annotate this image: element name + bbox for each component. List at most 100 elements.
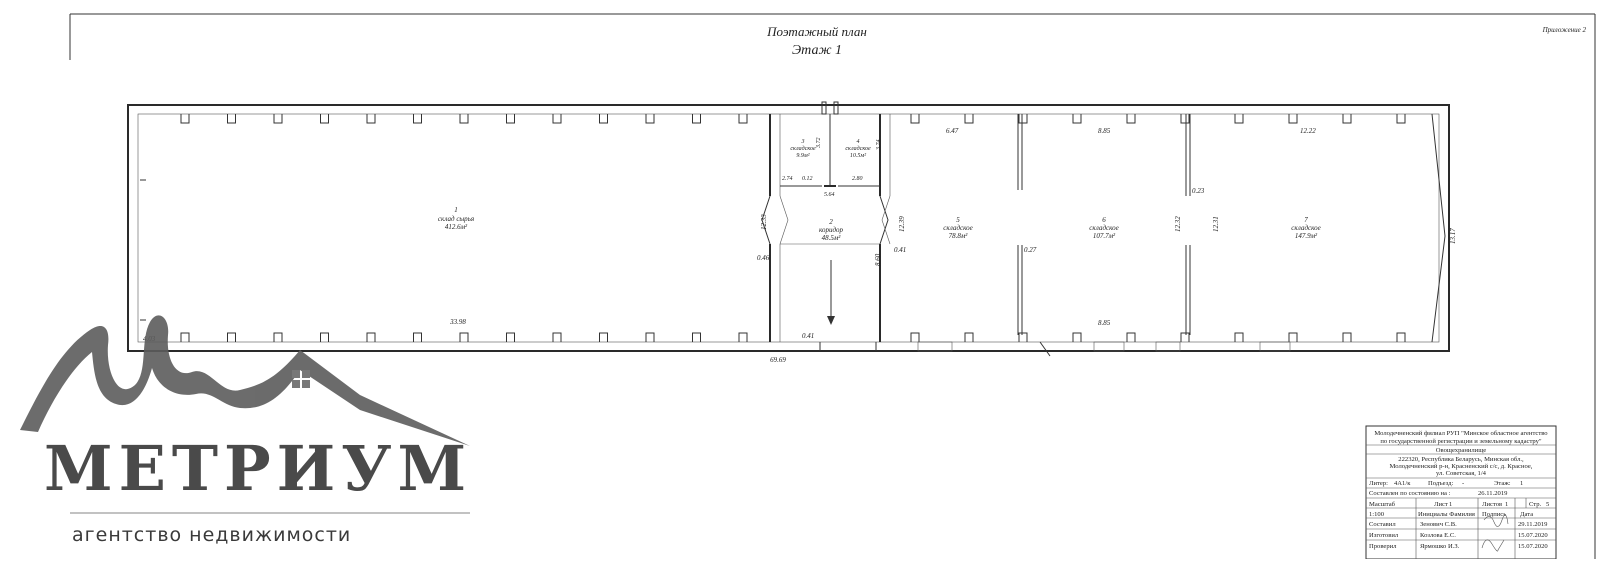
dim-0-23: 0.23 bbox=[1192, 187, 1205, 195]
signature-1 bbox=[1483, 514, 1509, 527]
svg-text:48.5м²: 48.5м² bbox=[822, 234, 842, 242]
stamp-date-3: 15.07.2020 bbox=[1518, 543, 1548, 550]
pilaster bbox=[273, 332, 283, 342]
stamp-address-1: 222320, Республика Беларусь, Минская обл… bbox=[1398, 456, 1524, 463]
dim-0-46: 0.46 bbox=[757, 254, 770, 262]
appendix-label: Приложение 2 bbox=[1542, 26, 1587, 34]
pilaster bbox=[1072, 332, 1082, 342]
pilaster bbox=[273, 114, 283, 124]
dim-12-22: 12.22 bbox=[1300, 127, 1316, 135]
stamp-state-label: Составлен по состоянию на : bbox=[1369, 490, 1451, 497]
pilaster bbox=[910, 332, 920, 342]
pilaster bbox=[413, 332, 422, 342]
dim-0-41-b: 0.41 bbox=[894, 246, 906, 254]
stamp-sheets-head: Листов bbox=[1482, 501, 1502, 508]
stamp-floor-label: Этаж: bbox=[1494, 480, 1511, 487]
stamp-name-3: Ярмошко И.З. bbox=[1420, 543, 1460, 550]
svg-text:9.9м²: 9.9м² bbox=[796, 153, 809, 159]
dim-2-74: 2.74 bbox=[782, 175, 793, 182]
stamp-entrance-label: Подъезд: bbox=[1428, 480, 1453, 487]
svg-text:складское: складское bbox=[943, 224, 972, 232]
room-2-label: 2 коридор 48.5м² bbox=[819, 218, 844, 242]
stamp-state-value: 26.11.2019 bbox=[1478, 490, 1508, 497]
dim-8-60: 8.60 bbox=[874, 253, 882, 266]
pilaster bbox=[413, 114, 422, 124]
room-1-label: 1 склад сырья 412.6м² bbox=[438, 206, 474, 231]
stamp-initials-head: Инициалы Фамилия bbox=[1418, 511, 1475, 518]
dim-0-27: 0.27 bbox=[1024, 246, 1037, 254]
pilaster bbox=[910, 114, 920, 124]
pilaster bbox=[366, 332, 376, 342]
stamp-org-line-2: по государственной регистрации и земельн… bbox=[1380, 438, 1542, 445]
room-4-label: 4 складское 10.5м² bbox=[845, 138, 871, 159]
partitions bbox=[917, 114, 1291, 357]
pilaster bbox=[1396, 332, 1406, 342]
stamp-entrance-value: - bbox=[1462, 480, 1464, 487]
dim-12-32: 12.32 bbox=[1174, 216, 1182, 232]
dim-0-41-a: 0.41 bbox=[802, 332, 814, 340]
stamp-liter-label: Литер: bbox=[1369, 480, 1388, 487]
pilaster bbox=[1018, 114, 1028, 124]
floor-title: Этаж 1 bbox=[792, 43, 842, 58]
dim-0-12: 0.12 bbox=[802, 176, 813, 182]
logo-window-4 bbox=[302, 380, 310, 388]
dim-8-85-bottom: 8.85 bbox=[1098, 319, 1111, 327]
svg-text:5: 5 bbox=[956, 216, 960, 224]
building-outline bbox=[127, 104, 1450, 352]
pilaster bbox=[227, 114, 236, 124]
stamp-role-3: Проверил bbox=[1369, 543, 1397, 550]
dim-69-69: 69.69 bbox=[770, 356, 786, 364]
svg-text:складское: складское bbox=[790, 145, 816, 152]
svg-text:склад сырья: склад сырья bbox=[438, 215, 474, 223]
pilaster bbox=[1234, 332, 1244, 342]
pilaster bbox=[227, 332, 236, 342]
logo-window-1 bbox=[292, 370, 300, 378]
pilaster bbox=[1234, 114, 1244, 124]
stamp-role-2: Изготовил bbox=[1369, 532, 1399, 539]
dim-33-98: 33.98 bbox=[449, 318, 466, 326]
stamp-date-head: Дата bbox=[1520, 511, 1533, 518]
pilaster bbox=[738, 332, 748, 342]
pilaster bbox=[459, 332, 469, 342]
svg-text:складское: складское bbox=[1089, 224, 1118, 232]
svg-text:10.5м²: 10.5м² bbox=[850, 153, 866, 159]
title-block: Молодечненский филиал РУП "Минское облас… bbox=[1365, 425, 1557, 560]
room-3-label: 3 складское 9.9м² bbox=[790, 139, 816, 159]
pilaster bbox=[1018, 332, 1028, 342]
pilaster bbox=[320, 332, 329, 342]
pilaster bbox=[180, 332, 190, 342]
stamp-object: Овощехранилище bbox=[1436, 447, 1487, 454]
stamp-sheet-value: 1 bbox=[1449, 501, 1452, 508]
pilaster bbox=[599, 332, 608, 342]
stamp-name-1: Зенович С.В. bbox=[1420, 521, 1457, 528]
room-7-label: 7 складское 147.9м² bbox=[1291, 216, 1320, 240]
svg-text:7: 7 bbox=[1304, 216, 1308, 224]
logo-tagline: агентство недвижимости bbox=[72, 524, 351, 546]
stamp-sheet-head: Лист bbox=[1434, 501, 1448, 508]
pilaster bbox=[599, 114, 608, 124]
plan-title: Поэтажный план bbox=[766, 24, 867, 39]
dim-13-17: 13.17 bbox=[1449, 228, 1457, 244]
pilaster bbox=[692, 332, 701, 342]
pilaster bbox=[506, 114, 515, 124]
pilaster bbox=[552, 332, 562, 342]
svg-text:складское: складское bbox=[845, 145, 871, 152]
pilaster bbox=[1288, 332, 1298, 342]
pilaster bbox=[459, 114, 469, 124]
stamp-name-2: Козлова Е.С. bbox=[1420, 532, 1456, 539]
pilaster bbox=[1126, 332, 1136, 342]
svg-text:1: 1 bbox=[454, 206, 458, 214]
stamp-role-1: Составил bbox=[1369, 521, 1396, 528]
stamp-org-line-1: Молодечненский филиал РУП "Минское облас… bbox=[1374, 430, 1548, 437]
room-5-label: 5 складское 78.8м² bbox=[943, 216, 972, 240]
dim-3-74: 3.74 bbox=[875, 140, 882, 152]
pilaster bbox=[1126, 114, 1136, 124]
svg-text:147.9м²: 147.9м² bbox=[1295, 232, 1318, 240]
corridor-walls bbox=[761, 101, 891, 351]
dim-8-85-top: 8.85 bbox=[1098, 127, 1111, 135]
svg-text:складское: складское bbox=[1291, 224, 1320, 232]
pilaster bbox=[645, 332, 655, 342]
signature-2 bbox=[1481, 539, 1505, 552]
